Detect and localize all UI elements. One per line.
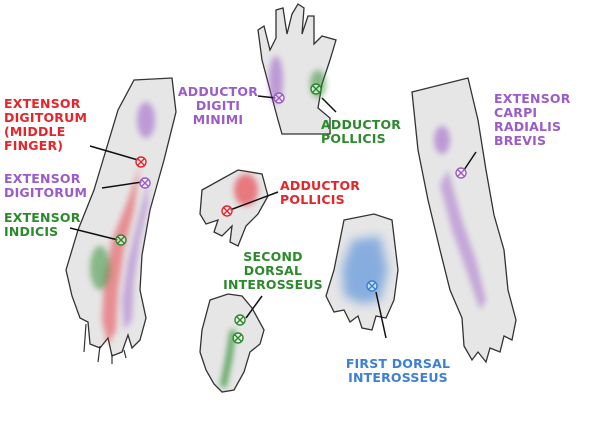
label-extensor-indicis: EXTENSOR INDICIS [4,210,81,239]
marker-first-dorsal-interosseus [366,280,378,292]
right-arm [411,77,517,364]
label-extensor-carpi-radialis-brevis: EXTENSOR CARPI RADIALIS BREVIS [494,91,571,148]
marker-second-dorsal-1 [234,314,246,326]
label-adductor-digiti-minimi: ADDUCTOR DIGITI MINIMI [177,84,259,127]
leader-lines [69,95,477,339]
label-extensor-digitorum-middle: EXTENSOR DIGITORUM (MIDDLE FINGER) [4,96,88,153]
blue-hand [325,213,399,331]
marker-extensor-digitorum-middle [135,156,147,168]
green-hand [199,293,265,393]
marker-extensor-digitorum [139,177,151,189]
red-region [102,165,140,345]
label-adductor-pollicis-green: ADDUCTOR POLLICIS [321,117,402,146]
marker-adductor-pollicis-green [310,83,322,95]
red-region-hand [234,174,258,206]
label-first-dorsal-interosseus: FIRST DORSAL INTEROSSEUS [345,356,451,385]
marker-extensor-indicis [115,234,127,246]
marker-adductor-pollicis-red [221,205,233,217]
purple-region-lower [122,180,148,330]
label-adductor-pollicis-red: ADDUCTOR POLLICIS [280,178,361,207]
markers [115,83,467,344]
purple-region-right [440,170,486,310]
purple-region-upper-right [434,126,450,154]
marker-second-dorsal-2 [232,332,244,344]
marker-extensor-carpi-radialis-brevis [455,167,467,179]
green-region [90,246,110,290]
purple-region-upper [137,102,155,138]
left-arm [65,77,177,364]
green-region-finger [220,330,236,388]
marker-adductor-digiti-minimi [273,92,285,104]
top-hand [257,3,337,135]
purple-region-hand [269,56,283,104]
label-extensor-digitorum: EXTENSOR DIGITORUM [4,171,88,200]
label-second-dorsal-interosseus: SECOND DORSAL INTEROSSEUS [223,249,323,292]
